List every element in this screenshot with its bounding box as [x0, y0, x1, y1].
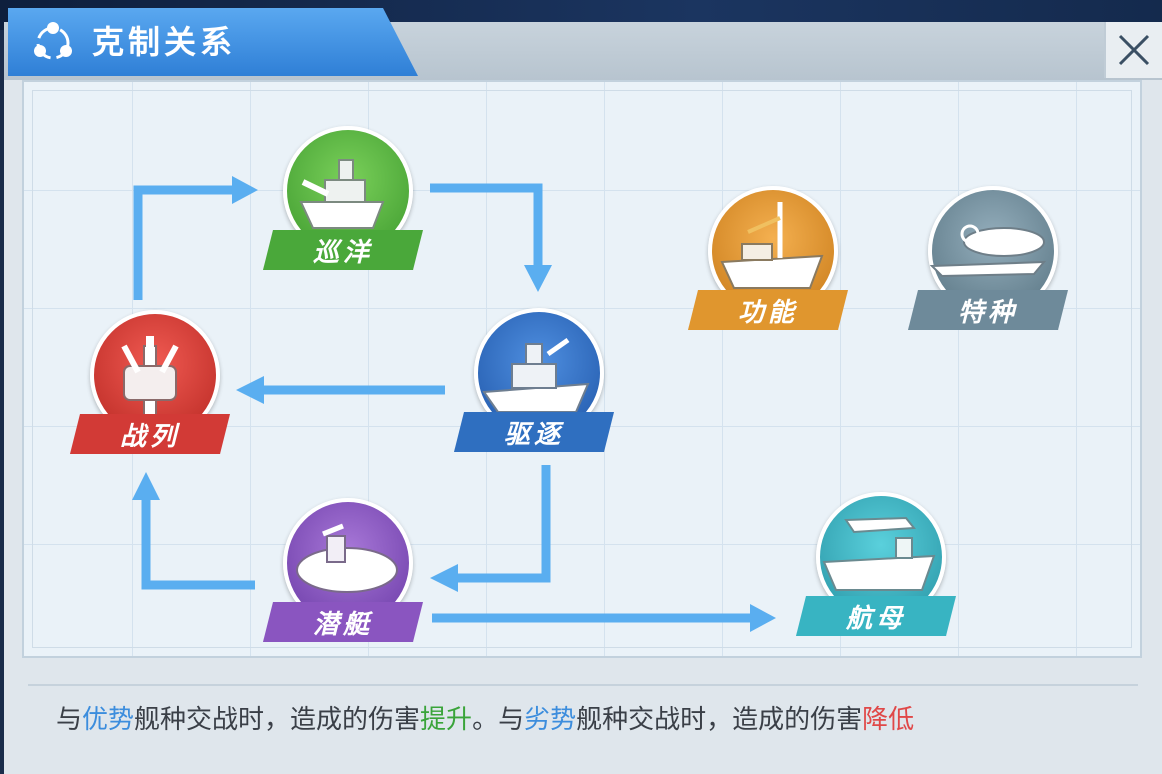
node-carrier[interactable]: 航母 [796, 492, 956, 642]
node-battleship[interactable]: 战列 [70, 310, 230, 460]
battleship-ship-icon [121, 336, 179, 417]
title-tab [8, 8, 418, 76]
node-special[interactable]: 特种 [908, 186, 1068, 336]
footer-description: 与优势舰种交战时，造成的伤害提升。与劣势舰种交战时，造成的伤害降低 [56, 705, 915, 735]
destroyer-label: 驱逐 [454, 412, 614, 452]
page-title: 克制关系 [92, 23, 237, 61]
cruiser-label: 巡洋 [263, 230, 423, 270]
close-button[interactable] [1104, 22, 1162, 78]
support-label: 功能 [688, 290, 848, 330]
submarine-ship-icon [296, 523, 398, 593]
divider [28, 684, 1138, 686]
support-ship-icon [720, 202, 824, 289]
special-ship-icon [929, 224, 1047, 278]
close-icon[interactable] [1117, 33, 1151, 67]
carrier-label: 航母 [796, 596, 956, 636]
node-destroyer[interactable]: 驱逐 [454, 308, 614, 458]
submarine-label: 潜艇 [263, 602, 423, 642]
share-icon [34, 22, 72, 60]
special-label: 特种 [908, 290, 1068, 330]
destroyer-ship-icon [482, 337, 590, 413]
battleship-label: 战列 [70, 414, 230, 454]
footer-fade-overlay [990, 700, 1162, 750]
node-submarine[interactable]: 潜艇 [263, 498, 423, 648]
carrier-ship-icon [822, 516, 936, 591]
cruiser-ship-icon [299, 159, 385, 229]
node-support[interactable]: 功能 [688, 186, 848, 336]
node-cruiser[interactable]: 巡洋 [263, 126, 423, 276]
